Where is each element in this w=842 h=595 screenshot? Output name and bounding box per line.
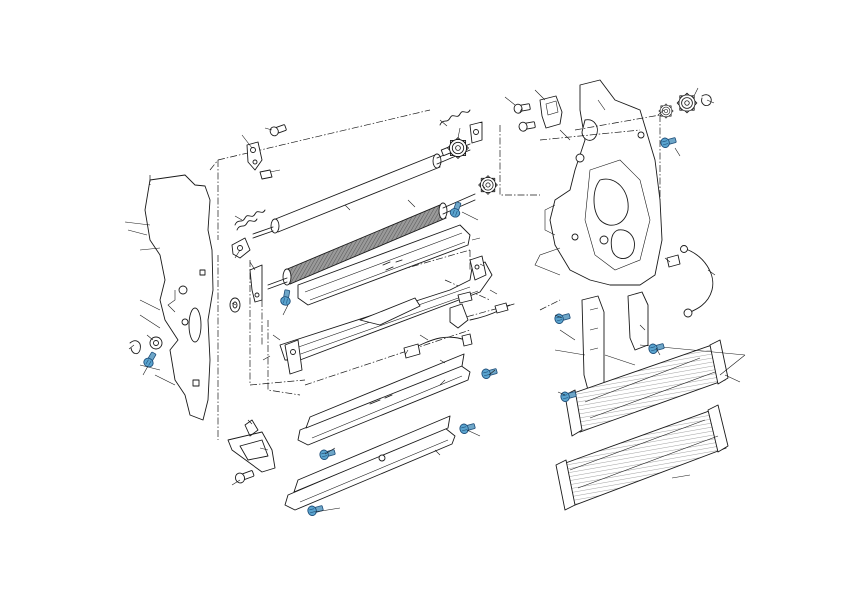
screw-top-right-a <box>513 103 531 114</box>
screw-icon <box>306 502 325 517</box>
clip-top-left <box>259 169 273 180</box>
sensor-bracket <box>449 291 473 329</box>
assembly-boundary-center <box>261 279 561 396</box>
guide-plate-lower <box>279 261 493 361</box>
transfer-guide-upper <box>297 353 471 446</box>
bracket-top-left <box>246 141 263 171</box>
bracket-right-tall <box>581 295 605 391</box>
screw-icon <box>553 310 572 325</box>
arm-left <box>249 264 263 303</box>
callout-leader-lines <box>128 87 741 513</box>
clip-top-right <box>701 94 712 107</box>
lever-left <box>231 237 251 259</box>
filter-lower <box>555 404 729 511</box>
cable-harness-right <box>666 245 714 318</box>
gear-mid <box>478 175 498 195</box>
guide-plate-upper <box>297 224 471 306</box>
bushing-left <box>229 297 241 313</box>
gear-small-top-right <box>658 103 674 119</box>
screw-icon <box>458 420 477 435</box>
screw-top-left <box>269 124 287 137</box>
gear-upper <box>447 137 469 159</box>
nut-left <box>149 336 163 350</box>
frame-slot <box>188 307 202 343</box>
wire-harness-center <box>403 302 515 359</box>
upper-roller <box>252 143 471 239</box>
screw-icon <box>448 200 464 219</box>
gear-top-right <box>676 92 698 114</box>
spring-left <box>234 209 266 231</box>
side-bracket-center <box>284 339 303 375</box>
bracket-right-small <box>627 291 649 351</box>
screw-icon <box>279 288 293 307</box>
bracket-right-center <box>469 255 487 281</box>
screw-icon <box>480 365 499 380</box>
bracket-guide-lines <box>559 329 746 376</box>
left-frame-panel <box>124 159 219 440</box>
transfer-guide-lower <box>284 415 456 511</box>
screw-top-right-b <box>518 121 536 132</box>
assembly-boundary-left <box>217 109 471 386</box>
side-plate-lower-left <box>227 419 276 473</box>
screw-icon <box>659 134 678 149</box>
clip-left <box>129 340 141 355</box>
bearing-block <box>539 95 563 129</box>
bracket-top-center <box>469 121 483 144</box>
filter-upper <box>564 339 729 437</box>
spring-top-center <box>439 109 471 126</box>
screw-icon <box>647 340 666 355</box>
pin-lower-left <box>234 470 255 484</box>
right-side-frame <box>499 79 663 286</box>
